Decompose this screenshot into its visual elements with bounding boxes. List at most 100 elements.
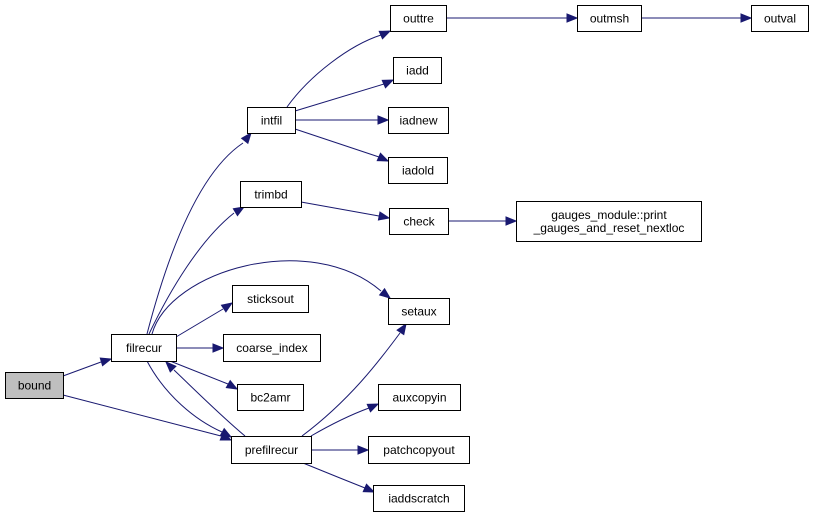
edge-line	[301, 332, 401, 437]
node-box	[231, 436, 312, 464]
arrowhead-icon	[240, 131, 252, 145]
node-box	[5, 372, 64, 399]
edge-outmsh-to-outval	[641, 13, 753, 23]
node-label: coarse_index	[236, 341, 307, 355]
node-box	[577, 5, 642, 32]
node-box	[388, 298, 450, 325]
node-box	[237, 384, 304, 411]
node-label: intfil	[261, 114, 282, 128]
node-box	[232, 285, 309, 313]
edge-intfil-to-outtre	[286, 30, 392, 108]
node-bound[interactable]: bound	[5, 372, 64, 399]
arrowhead-icon	[377, 115, 390, 125]
edge-prefilrecur-to-patchcopyout	[311, 445, 370, 455]
arrowhead-icon	[376, 152, 390, 162]
edge-filrecur-to-intfil	[146, 131, 252, 335]
arrowhead-icon	[740, 13, 753, 23]
arrowhead-icon	[220, 302, 234, 313]
node-label: outmsh	[590, 12, 629, 26]
edge-line	[148, 212, 235, 335]
node-patchcopyout[interactable]: patchcopyout	[368, 436, 470, 464]
node-coarse_index[interactable]: coarse_index	[223, 334, 321, 362]
node-setaux[interactable]: setaux	[388, 298, 450, 325]
node-box	[240, 181, 302, 208]
arrowhead-icon	[381, 79, 395, 89]
node-box	[389, 208, 449, 235]
arrowhead-icon	[378, 30, 392, 40]
edge-filrecur-to-prefilrecur	[146, 360, 233, 438]
node-gauges[interactable]: gauges_module::print_gauges_and_reset_ne…	[516, 201, 702, 242]
edge-line	[175, 308, 224, 338]
edge-bound-to-prefilrecur	[62, 394, 233, 441]
edge-line	[169, 360, 229, 385]
node-label: bc2amr	[250, 391, 290, 405]
edges	[62, 13, 753, 493]
edge-line	[62, 394, 222, 437]
node-box	[516, 201, 702, 242]
node-label: gauges_module::print	[551, 208, 667, 222]
node-iadd[interactable]: iadd	[393, 57, 442, 84]
arrowhead-icon	[212, 343, 225, 353]
node-label: patchcopyout	[383, 443, 455, 457]
edge-line	[302, 462, 366, 489]
edge-line	[151, 260, 382, 335]
node-box	[111, 334, 177, 362]
node-box	[388, 107, 449, 134]
edge-line	[310, 407, 370, 437]
node-intfil[interactable]: intfil	[247, 107, 296, 134]
edge-filrecur-to-setaux	[151, 260, 392, 335]
nodes: bound filrecur prefilrecur intfil trimbd stic…	[5, 5, 809, 512]
arrowhead-icon	[377, 211, 391, 221]
arrowhead-icon	[378, 287, 392, 299]
node-outmsh[interactable]: outmsh	[577, 5, 642, 32]
edge-line	[294, 83, 385, 112]
edge-prefilrecur-to-iaddscratch	[302, 462, 376, 493]
node-outval[interactable]: outval	[751, 5, 809, 32]
node-label: bound	[18, 379, 51, 393]
node-bc2amr[interactable]: bc2amr	[237, 384, 304, 411]
node-iadnew[interactable]: iadnew	[388, 107, 449, 134]
node-box	[751, 5, 809, 32]
arrowhead-icon	[505, 216, 518, 226]
arrowhead-icon	[99, 357, 113, 367]
arrowhead-icon	[362, 483, 376, 493]
node-box	[247, 107, 296, 134]
node-iaddscratch[interactable]: iaddscratch	[373, 485, 465, 512]
node-label: outtre	[403, 12, 434, 26]
edge-intfil-to-iadnew	[295, 115, 390, 125]
node-label: check	[403, 215, 435, 229]
node-sticksout[interactable]: sticksout	[232, 285, 309, 313]
edge-filrecur-to-coarse_index	[176, 343, 225, 353]
node-label: prefilrecur	[245, 443, 298, 457]
edge-prefilrecur-to-setaux	[301, 322, 407, 437]
node-outtre[interactable]: outtre	[390, 5, 447, 32]
arrowhead-icon	[219, 427, 233, 438]
edge-line	[294, 128, 380, 158]
node-filrecur[interactable]: filrecur	[111, 334, 177, 362]
arrowhead-icon	[165, 361, 177, 373]
node-iadold[interactable]: iadold	[388, 157, 448, 184]
edge-prefilrecur-to-auxcopyin	[310, 403, 380, 437]
arrowhead-icon	[232, 206, 246, 217]
edge-intfil-to-iadold	[294, 128, 390, 162]
node-auxcopyin[interactable]: auxcopyin	[378, 384, 461, 411]
node-check[interactable]: check	[389, 208, 449, 235]
edge-prefilrecur-to-filrecur	[165, 361, 246, 437]
edge-filrecur-to-trimbd	[148, 206, 246, 335]
node-trimbd[interactable]: trimbd	[240, 181, 302, 208]
edge-intfil-to-iadd	[294, 79, 395, 112]
edge-outtre-to-outmsh	[446, 13, 579, 23]
arrowhead-icon	[566, 13, 579, 23]
node-label: setaux	[401, 305, 436, 319]
node-label: iadnew	[399, 114, 437, 128]
node-box	[378, 384, 461, 411]
arrowhead-icon	[225, 379, 239, 390]
edge-line	[286, 34, 382, 108]
node-prefilrecur[interactable]: prefilrecur	[231, 436, 312, 464]
node-label: iadd	[406, 64, 429, 78]
node-label: iadold	[402, 164, 434, 178]
edge-check-to-gauges	[448, 216, 518, 226]
edge-line	[146, 142, 244, 335]
node-label: _gauges_and_reset_nextloc	[533, 221, 685, 235]
